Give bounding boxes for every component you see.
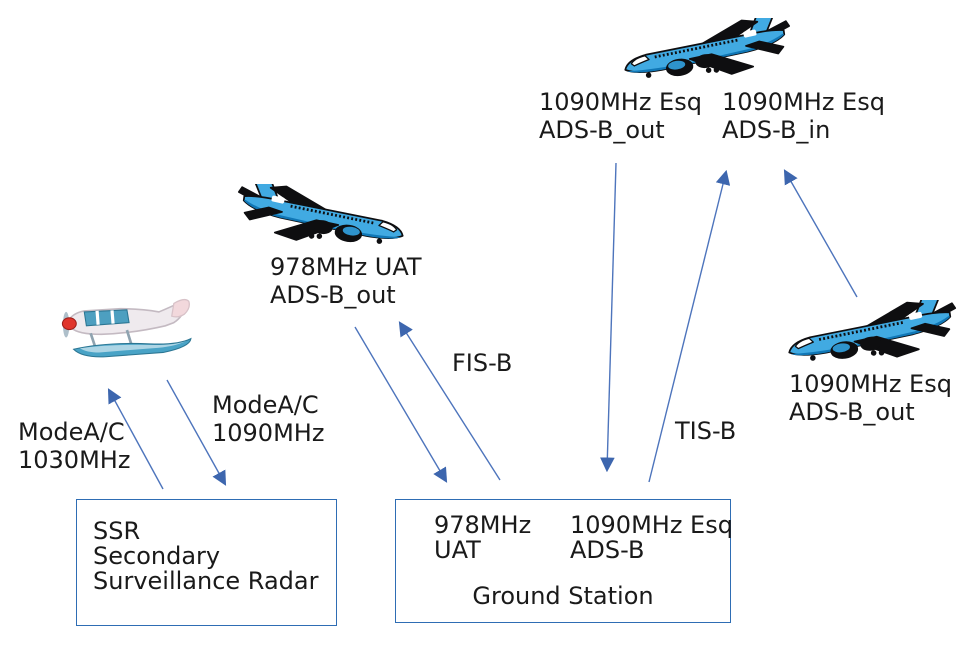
label-line: ADS-B_out — [539, 116, 665, 144]
label-top-jet-adsb-out: 1090MHz Esq ADS-B_out — [539, 88, 702, 144]
gs-line: UAT — [434, 536, 481, 564]
label-fisb: FIS-B — [452, 349, 512, 377]
gs-line: ADS-B — [570, 536, 645, 564]
label-line: 1090MHz Esq — [722, 88, 885, 116]
ground-station-title: Ground Station — [472, 582, 654, 610]
label-line: 1090MHz — [212, 419, 325, 447]
arrow-modeac-1090-reply — [166, 379, 227, 486]
label-modeac-1030: ModeA/C 1030MHz — [18, 418, 130, 474]
label-line: FIS-B — [452, 349, 513, 377]
label-tisb: TIS-B — [675, 417, 736, 445]
label-line: 1090MHz Esq — [789, 370, 952, 398]
ssr-box-text: SSR Secondary Surveillance Radar — [93, 519, 318, 594]
ground-station-uat-text: 978MHz UAT — [434, 513, 531, 563]
label-uat-jet-adsb-out: 978MHz UAT ADS-B_out — [270, 253, 422, 309]
label-line: ModeA/C — [18, 418, 125, 446]
label-line: ADS-B_in — [722, 116, 831, 144]
arrow-modeac-1030-interrogation — [107, 388, 164, 490]
arrow-uat-adsb-out-downlink — [354, 326, 448, 483]
label-right-jet-adsb-out: 1090MHz Esq ADS-B_out — [789, 370, 952, 426]
arrow-fisb-uplink — [398, 321, 501, 481]
ssr-line: SSR — [93, 517, 141, 545]
label-line: ADS-B_out — [789, 398, 915, 426]
jet-airliner-icon — [784, 300, 958, 368]
ground-station-es-text: 1090MHz Esq ADS-B — [570, 513, 733, 563]
label-line: 1030MHz — [18, 446, 131, 474]
floatplane-icon — [60, 297, 193, 359]
arrow-1090-adsb-out-downlink — [600, 162, 617, 473]
label-line: ModeA/C — [212, 391, 319, 419]
label-line: 978MHz UAT — [270, 253, 422, 281]
gs-line: 978MHz — [434, 511, 532, 539]
jet-airliner-icon — [620, 18, 792, 85]
arrow-tisb-uplink — [648, 169, 731, 483]
ssr-line: Surveillance Radar — [93, 567, 319, 595]
ground-station-box: 978MHz UAT 1090MHz Esq ADS-B Ground Stat… — [395, 499, 733, 623]
arrow-air-to-air-1090 — [783, 169, 858, 298]
label-line: ADS-B_out — [270, 281, 396, 309]
jet-airliner-icon — [236, 184, 408, 251]
label-modeac-1090: ModeA/C 1090MHz — [212, 391, 324, 447]
label-line: 1090MHz Esq — [539, 88, 702, 116]
label-line: TIS-B — [675, 417, 737, 445]
label-top-jet-adsb-in: 1090MHz Esq ADS-B_in — [722, 88, 885, 144]
gs-line: 1090MHz Esq — [570, 511, 733, 539]
ssr-box: SSR Secondary Surveillance Radar — [76, 499, 337, 626]
ssr-line: Secondary — [93, 542, 221, 570]
